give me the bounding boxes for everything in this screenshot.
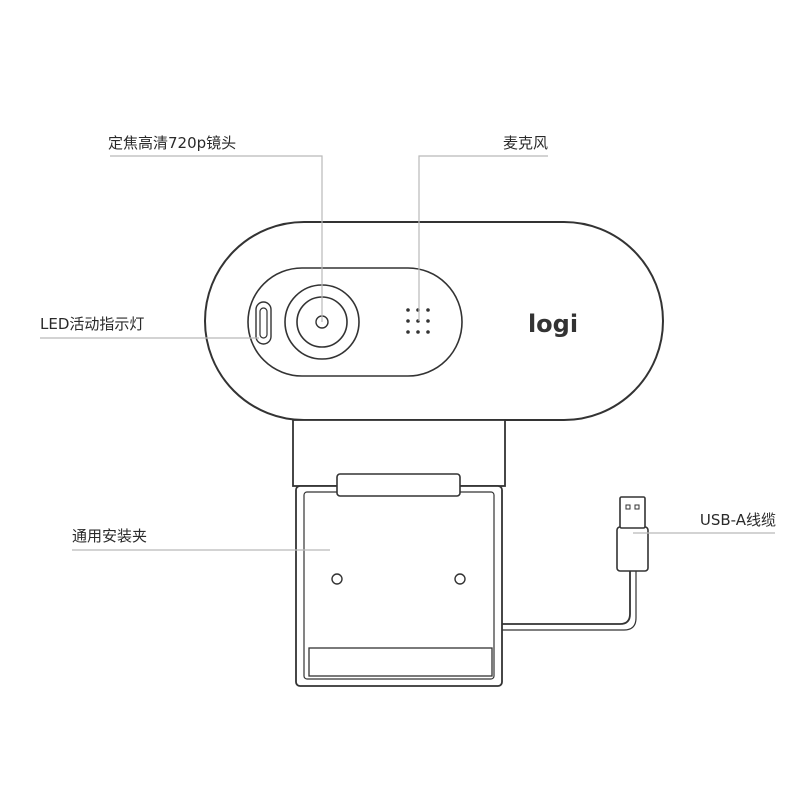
mounting-clip (292, 419, 506, 687)
clip-hole-left (331, 573, 343, 585)
label-microphone: 麦克风 (503, 134, 548, 152)
logi-logo: logi (528, 310, 578, 338)
microphone-grille (406, 308, 430, 334)
leader-lines (40, 155, 775, 551)
clip-foot (308, 647, 493, 677)
usb-plug (619, 496, 646, 529)
usb-cable (502, 496, 649, 631)
webcam-body (204, 221, 664, 421)
label-clip: 通用安装夹 (72, 527, 147, 545)
led-indicator (255, 301, 272, 345)
label-camera: 定焦高清720p镜头 (108, 134, 236, 152)
label-led: LED活动指示灯 (40, 315, 144, 333)
label-cable: USB-A线缆 (700, 511, 776, 529)
clip-hole-right (454, 573, 466, 585)
clip-latch (336, 473, 461, 497)
